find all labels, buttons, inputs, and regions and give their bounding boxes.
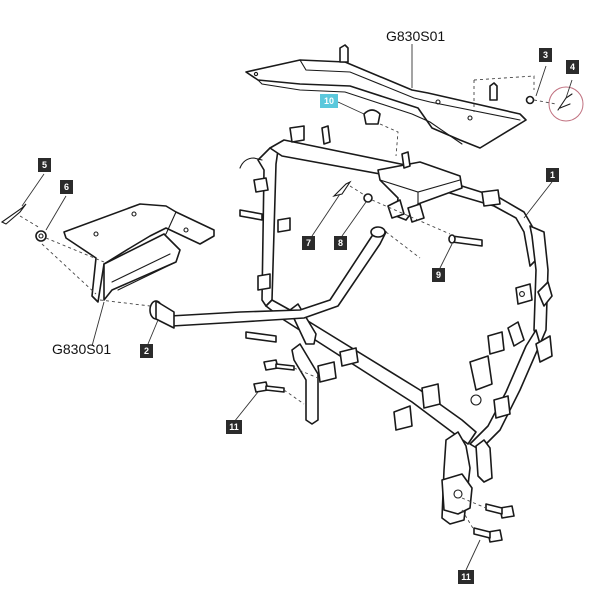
callout-11-upper[interactable]: 11 (226, 420, 242, 434)
callout-6[interactable]: 6 (60, 180, 73, 194)
washer-part-8 (363, 193, 373, 203)
svg-text:3: 3 (543, 50, 548, 60)
rod-part-2 (149, 226, 387, 329)
top-bracket (245, 44, 527, 149)
left-bracket-ref-label: G830S01 (52, 341, 111, 357)
svg-text:8: 8 (338, 238, 343, 248)
callout-5[interactable]: 5 (38, 158, 51, 172)
left-bracket (63, 203, 215, 303)
callout-10[interactable]: 10 (320, 94, 338, 108)
svg-text:6: 6 (64, 182, 69, 192)
svg-text:11: 11 (461, 572, 471, 582)
bolts-part-11-upper (253, 359, 295, 393)
svg-text:11: 11 (229, 422, 239, 432)
callout-3[interactable]: 3 (539, 48, 552, 62)
svg-text:1: 1 (550, 170, 555, 180)
svg-text:10: 10 (324, 96, 334, 106)
hairpin-part-5 (0, 203, 27, 225)
svg-text:2: 2 (144, 346, 149, 356)
leader-lines (21, 44, 573, 571)
callout-2[interactable]: 2 (140, 344, 153, 358)
svg-text:4: 4 (570, 62, 575, 72)
pin-part-9 (448, 234, 483, 247)
callout-1[interactable]: 1 (546, 168, 559, 182)
callout-8[interactable]: 8 (334, 236, 347, 250)
washer-part-6 (35, 230, 47, 242)
svg-text:7: 7 (306, 238, 311, 248)
clip-part-4 (548, 86, 584, 122)
svg-text:9: 9 (436, 270, 441, 280)
cap-part-10 (363, 109, 381, 125)
callout-9[interactable]: 9 (432, 268, 445, 282)
top-bracket-ref-label: G830S01 (386, 28, 445, 44)
callout-10-highlight-box (320, 94, 338, 108)
washer-part-3 (525, 95, 535, 105)
callout-4[interactable]: 4 (566, 60, 579, 74)
clip-part-7 (332, 180, 352, 198)
main-frame (239, 125, 553, 525)
callout-11-lower[interactable]: 11 (458, 570, 474, 584)
callout-7[interactable]: 7 (302, 236, 315, 250)
svg-text:5: 5 (42, 160, 47, 170)
bolts-part-11-lower (473, 503, 515, 543)
assembly-lines (19, 75, 557, 531)
